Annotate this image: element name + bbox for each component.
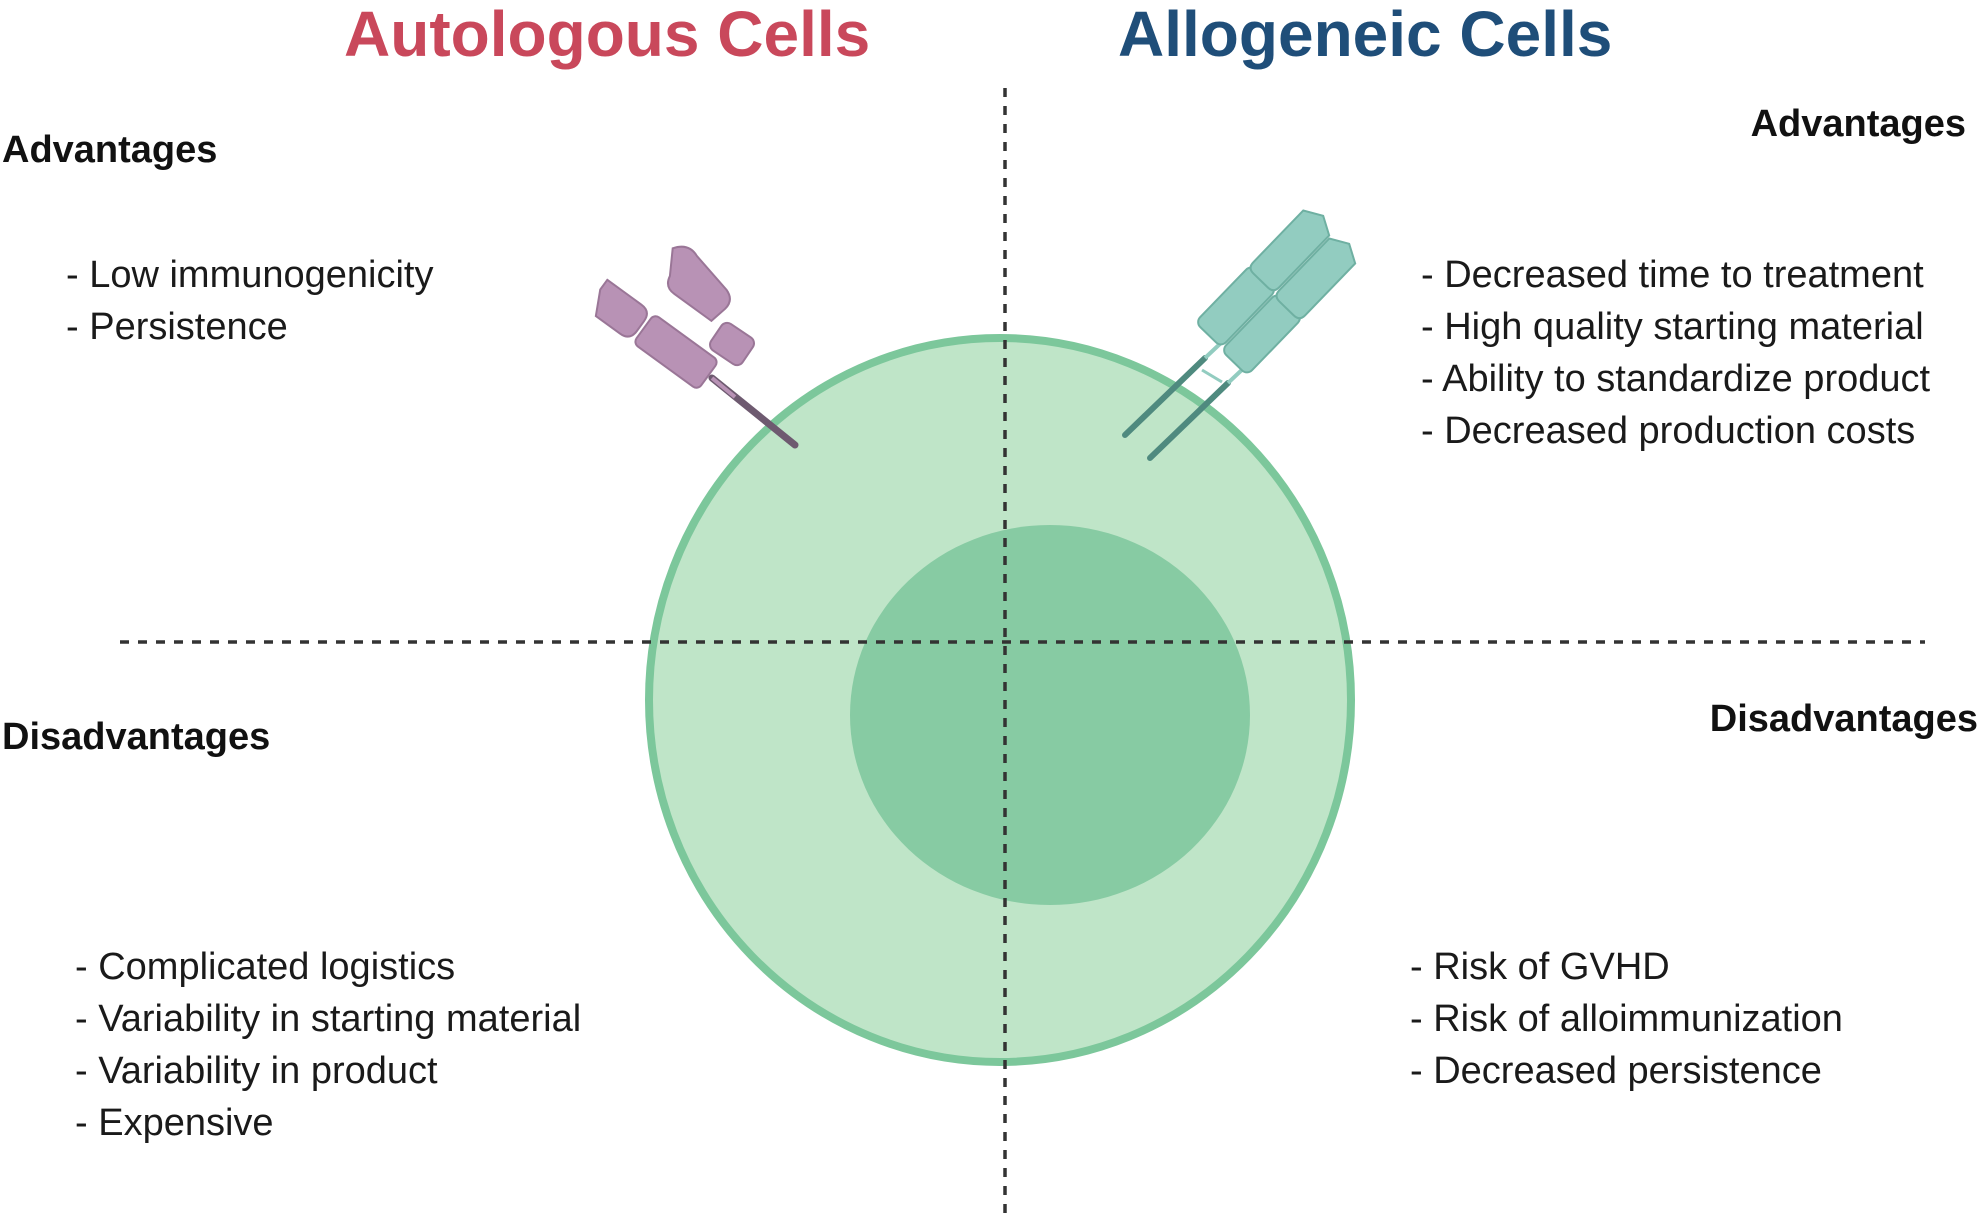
list-item: Expensive [75,1097,581,1149]
autologous-advantages-list: Low immunogenicity Persistence [66,249,433,353]
allogeneic-advantages-label: Advantages [1750,103,1966,145]
t-cell-icon [645,334,1355,1066]
autologous-disadvantages-label: Disadvantages [2,716,271,758]
list-item: Risk of alloimmunization [1410,993,1843,1045]
autologous-advantages-label: Advantages [2,129,218,171]
list-item: Complicated logistics [75,941,581,993]
t-cell-receptor-icon [1122,209,1357,461]
list-item: Variability in starting material [75,993,581,1045]
allogeneic-disadvantages-label: Disadvantages [1709,698,1978,740]
list-item: Decreased persistence [1410,1045,1843,1097]
autologous-disadvantages-list: Complicated logistics Variability in sta… [75,941,581,1149]
list-item: Decreased production costs [1421,405,1930,457]
cell-nucleus [850,525,1250,905]
list-item: Variability in product [75,1045,581,1097]
hla-receptor-icon [594,245,799,449]
list-item: Low immunogenicity [66,249,433,301]
list-item: Ability to standardize product [1421,353,1930,405]
list-item: Decreased time to treatment [1421,249,1930,301]
allogeneic-advantages-list: Decreased time to treatment High quality… [1421,249,1930,457]
allogeneic-title: Allogeneic Cells [1118,0,1613,70]
allogeneic-disadvantages-list: Risk of GVHD Risk of alloimmunization De… [1410,941,1843,1097]
list-item: High quality starting material [1421,301,1930,353]
list-item: Persistence [66,301,433,353]
list-item: Risk of GVHD [1410,941,1843,993]
autologous-title: Autologous Cells [344,0,871,70]
